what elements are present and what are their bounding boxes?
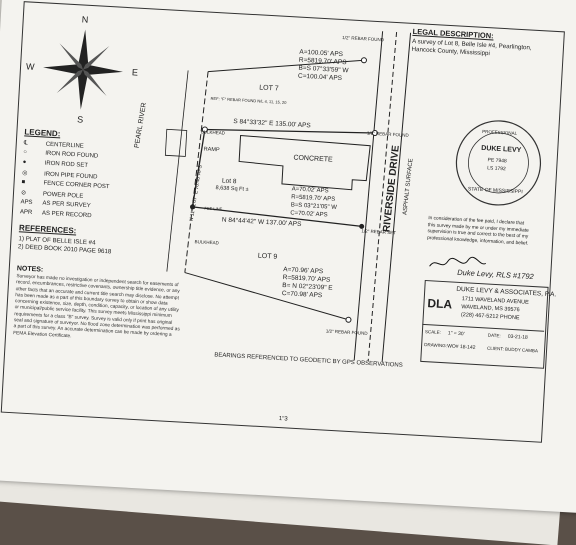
lot-8: Lot 8 <box>221 177 237 186</box>
legend-text: CENTERLINE <box>45 141 84 150</box>
notes-title: NOTES: <box>16 265 44 274</box>
seal-license: PE 7948 <box>487 157 507 165</box>
ramp-label: RAMP <box>203 146 220 154</box>
legend-symbol: ⊘ <box>20 190 27 197</box>
compass-e: E <box>131 67 139 78</box>
date-label: DATE: <box>487 332 501 339</box>
date-value: 03-21-18 <box>507 333 528 341</box>
signature-scribble-icon <box>429 256 487 267</box>
legend-symbol: ■ <box>21 179 26 186</box>
survey-sheet: LEGAL DESCRIPTION: A survey of Lot 8, Be… <box>0 0 576 514</box>
compass-rose-icon <box>43 29 123 110</box>
legend-symbol: ◎ <box>21 170 28 177</box>
compass-w: W <box>25 61 35 72</box>
compass-n: N <box>81 14 89 25</box>
fee-line: FEE LINE <box>204 205 223 212</box>
scale-label: SCALE: <box>424 329 442 335</box>
legend-symbol: APR <box>19 209 33 216</box>
scale-value: 1" = 30' <box>447 330 465 338</box>
legend-text: IRON PIPE FOUND <box>43 171 98 181</box>
seal-license2: LS 1792 <box>486 165 506 173</box>
legend-symbol: APS <box>20 199 33 206</box>
firm-logo: DLA <box>427 296 453 312</box>
plat-drawing <box>164 31 412 362</box>
client-label: CLIENT: <box>486 345 504 352</box>
legend-text: POWER POLE <box>42 191 84 200</box>
legend-symbol: ○ <box>23 149 28 156</box>
legend-title: LEGEND: <box>24 127 61 139</box>
lot-7: LOT 7 <box>259 84 279 93</box>
page-footer: 1"3 <box>278 416 288 423</box>
compass-s: S <box>76 114 84 125</box>
legend-symbol: ● <box>22 159 27 166</box>
legend-text: IRON ROD SET <box>44 160 89 170</box>
legend-symbol: ℄ <box>23 140 28 147</box>
surveyor-seal-icon <box>455 120 542 206</box>
lot-9: LOT 9 <box>257 252 278 261</box>
legend-text: AS PER SURVEY <box>42 200 91 210</box>
